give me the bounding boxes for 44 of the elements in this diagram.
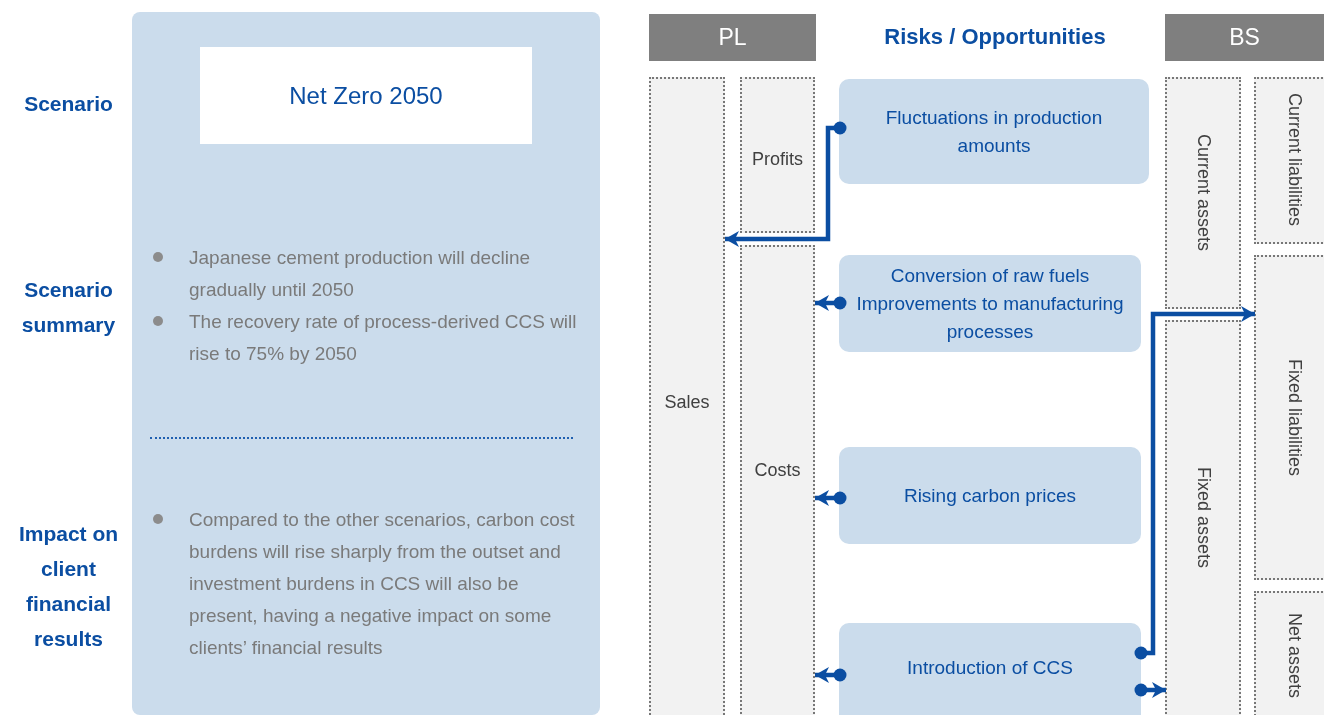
header-bar <box>1165 14 1324 61</box>
risk-label: Rising carbon prices <box>902 483 1078 508</box>
bs-label: Net assets <box>1283 613 1305 699</box>
risk-label: Conversion of raw fuels Improvements to manufacturing processes <box>855 263 1125 344</box>
risk-box <box>839 447 1141 544</box>
scenario-panel <box>132 12 600 715</box>
pl-column <box>740 77 815 233</box>
bs-label: Fixed liabilities <box>1283 359 1305 477</box>
bs-column <box>1254 77 1324 244</box>
bullet-text: Japanese cement production will decline gradually until 2050 <box>189 246 532 302</box>
pl-label: Sales <box>663 392 711 413</box>
header-label: PL <box>718 24 747 51</box>
risk-box <box>839 79 1149 184</box>
row-heading: Scenario <box>23 91 114 117</box>
row-heading: Scenario summary <box>20 277 117 338</box>
pl-column <box>740 245 815 715</box>
risk-box <box>839 623 1141 715</box>
bs-column <box>1254 591 1324 715</box>
arrow <box>1134 682 1166 698</box>
arrow <box>815 490 847 506</box>
scenario-box <box>200 47 532 144</box>
row-heading: Impact on client financial results <box>17 521 120 652</box>
header-bar <box>649 14 816 61</box>
header-label: BS <box>1229 24 1260 51</box>
bs-column <box>1254 255 1324 580</box>
scenario-title: Net Zero 2050 <box>289 81 443 110</box>
pl-label: Profits <box>751 149 804 170</box>
risk-box <box>839 255 1141 352</box>
pl-column <box>649 77 725 715</box>
bs-column <box>1165 320 1241 715</box>
pl-label: Costs <box>753 460 802 481</box>
column-heading: Risks / Opportunities <box>883 23 1107 51</box>
arrow <box>725 121 847 247</box>
bs-label: Fixed assets <box>1192 467 1214 569</box>
arrow <box>815 667 847 683</box>
arrow <box>1134 306 1255 660</box>
bullet-text: Compared to the other scenarios, carbon cost burdens will rise sharply from the outset and investment burdens in CCS will also be present, having a negative impact on some clients’ financial results <box>189 508 576 660</box>
risk-label: Fluctuations in production amounts <box>884 105 1104 158</box>
risk-label: Introduction of CCS <box>906 656 1074 680</box>
bs-column <box>1165 77 1241 309</box>
bs-label: Current liabilities <box>1283 93 1305 227</box>
bs-label: Current assets <box>1192 134 1214 252</box>
arrow <box>815 295 847 311</box>
bullet-text: The recovery rate of process-derived CCS will rise to 75% by 2050 <box>189 310 578 366</box>
